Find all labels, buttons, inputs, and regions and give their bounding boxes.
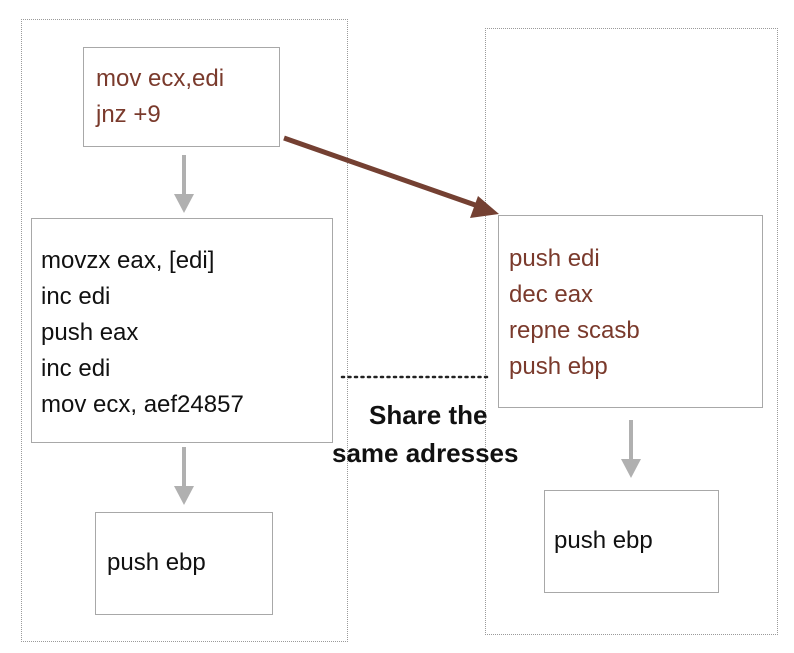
left-group-container (21, 19, 348, 642)
code-line: push ebp (107, 549, 206, 576)
right-group-container (485, 28, 778, 635)
flow-arrow-box2-to-box3 (174, 447, 194, 505)
code-line: movzx eax, [edi] (41, 247, 215, 274)
left-box-2: movzx eax, [edi] inc edi push eax inc ed… (31, 218, 333, 443)
jump-arrow (283, 135, 499, 218)
code-line: inc edi (41, 355, 111, 382)
flow-arrow-right-box1-to-box2 (621, 420, 641, 478)
right-box-1: push edi dec eax repne scasb push ebp (498, 215, 763, 408)
left-box-3: push ebp (95, 512, 273, 615)
code-line: push eax (41, 319, 139, 346)
code-line: repne scasb (509, 317, 640, 344)
code-line: jnz +9 (96, 101, 161, 128)
code-line: push ebp (509, 353, 608, 380)
code-line: push edi (509, 245, 600, 272)
flow-arrow-box1-to-box2 (174, 155, 194, 213)
shared-address-note-line-1: Share the (369, 400, 488, 430)
code-line: dec eax (509, 281, 594, 308)
right-box-2: push ebp (544, 490, 719, 593)
left-box-1: mov ecx,edi jnz +9 (83, 47, 280, 147)
code-line: inc edi (41, 283, 111, 310)
code-line: mov ecx,edi (96, 65, 225, 92)
code-line: push ebp (554, 527, 653, 554)
shared-address-note-line-2: same adresses (332, 438, 519, 468)
code-line: mov ecx, aef24857 (41, 391, 244, 418)
